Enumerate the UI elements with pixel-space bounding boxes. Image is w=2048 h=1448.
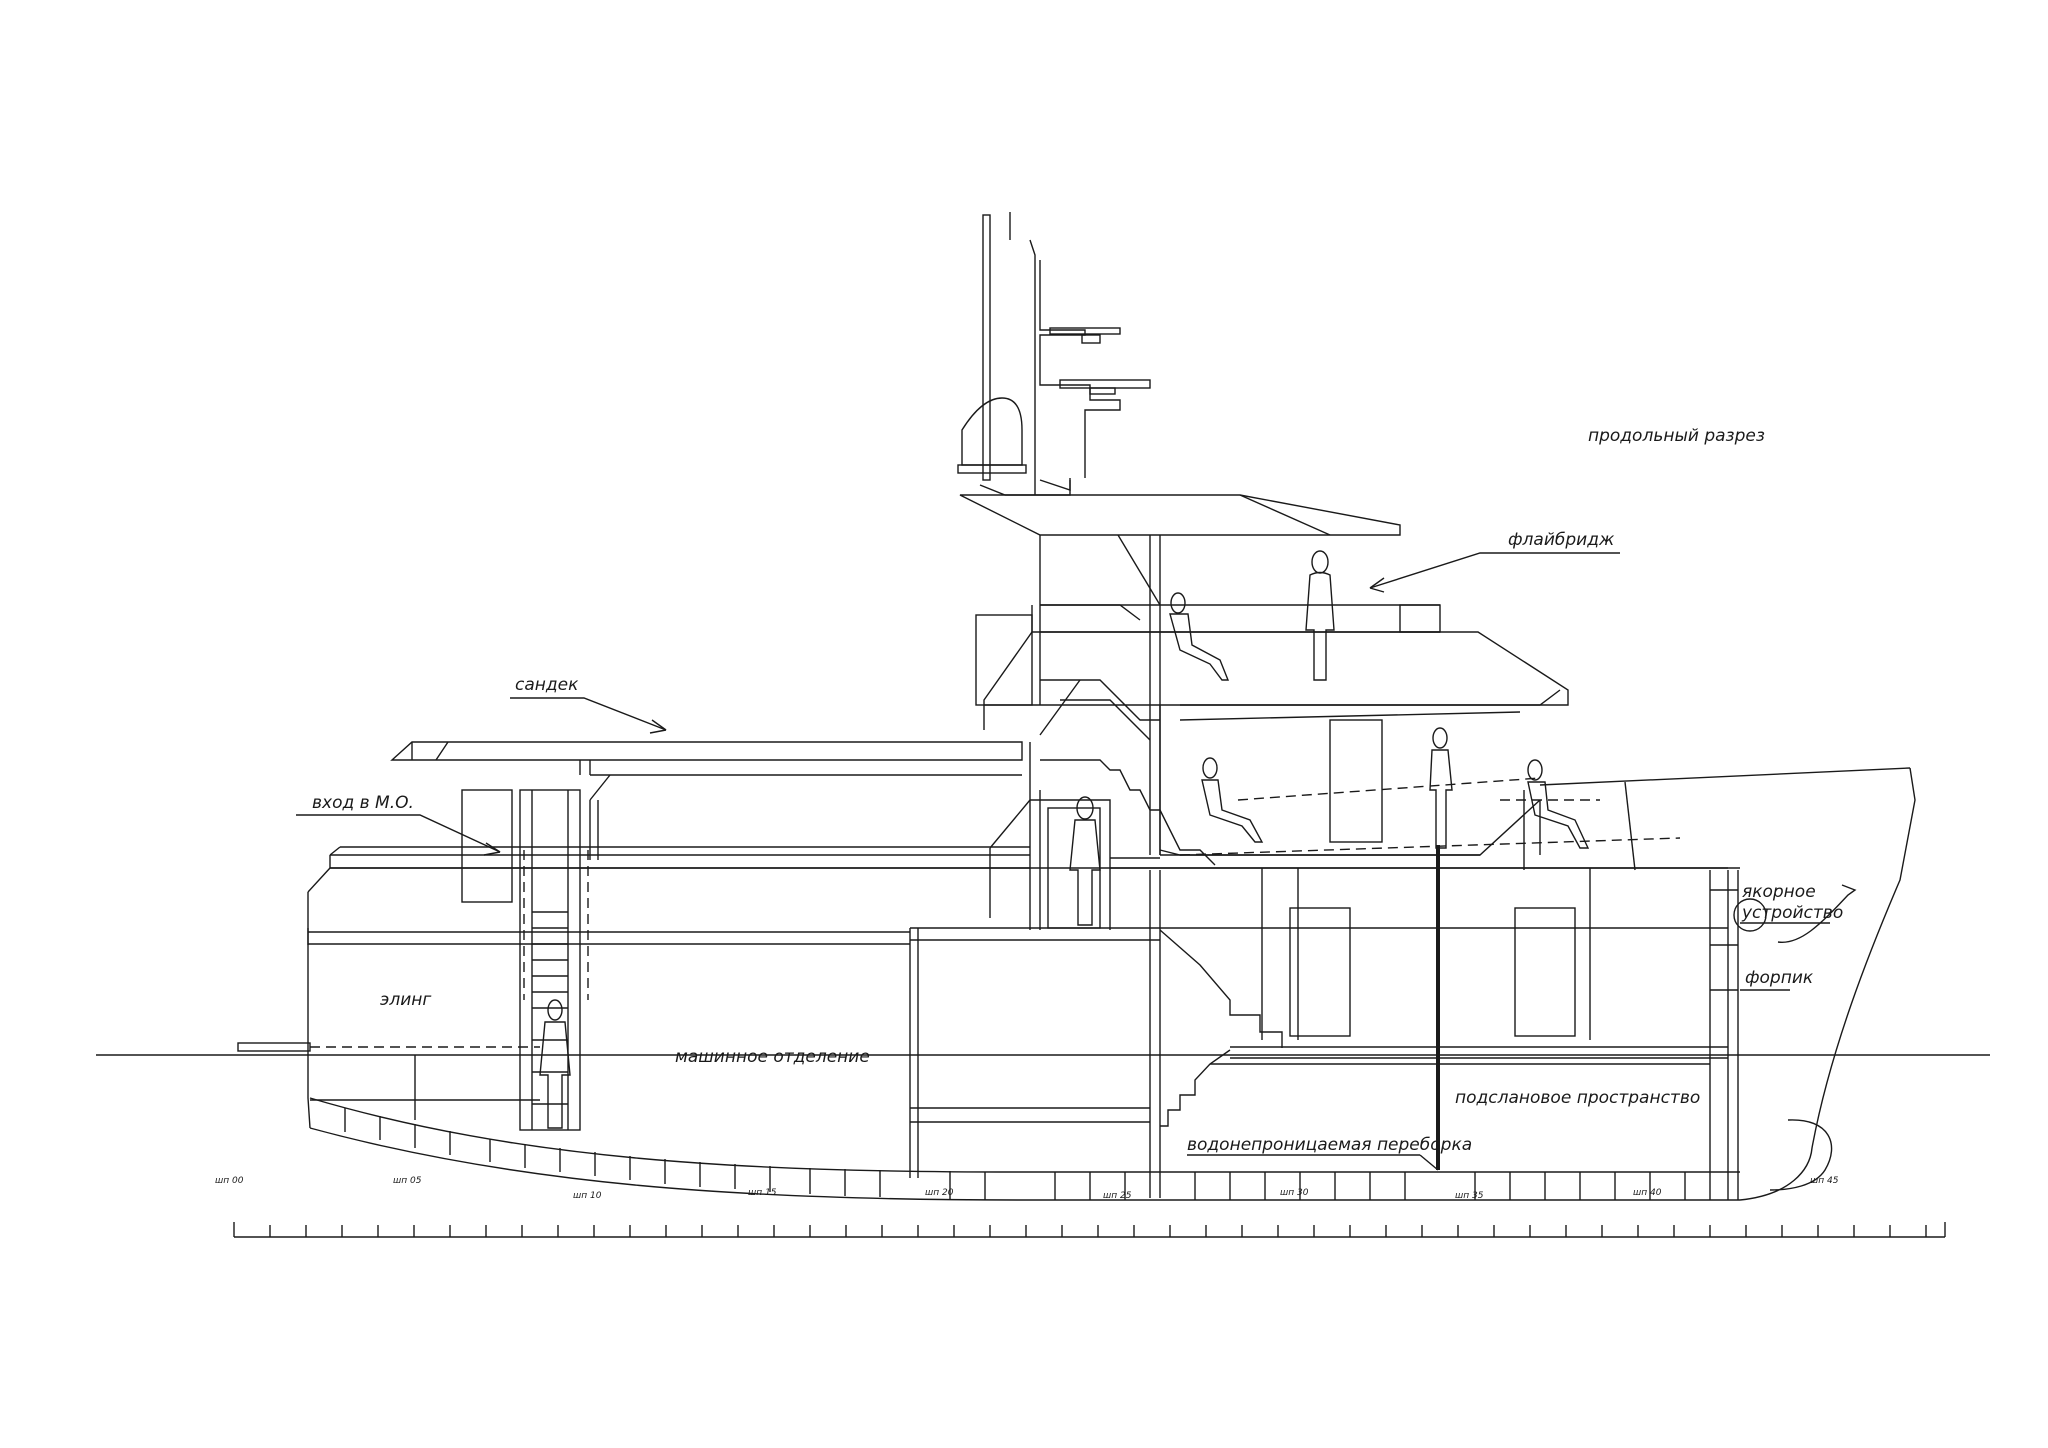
frame-label-40: шп 40 — [1633, 1188, 1662, 1198]
label-engine-room: машинное отделение — [675, 1047, 870, 1067]
label-watertight-bulkhead: водонепроницаемая переборка — [1187, 1135, 1472, 1155]
frame-label-05: шп 05 — [393, 1176, 422, 1186]
engine-room-ladder — [519, 789, 589, 1131]
label-sundeck: сандек — [515, 675, 579, 695]
person-seated-bow — [1527, 759, 1590, 849]
leaders — [296, 552, 1830, 1171]
frame-scale: шп 00 шп 05 шп 10 шп 15 шп 20 шп 25 шп 3… — [215, 1176, 1946, 1238]
frame-label-30: шп 30 — [1280, 1188, 1309, 1198]
label-flybridge: флайбридж — [1508, 530, 1615, 550]
frame-label-00: шп 00 — [215, 1176, 244, 1186]
frame-label-45: шп 45 — [1810, 1176, 1839, 1186]
person-seated-bridge — [1201, 757, 1264, 843]
frame-label-20: шп 20 — [925, 1188, 954, 1198]
frame-label-25: шп 25 — [1103, 1191, 1132, 1201]
person-standing-bridge — [1429, 727, 1453, 849]
superstructure — [989, 689, 1728, 1127]
frame-label-10: шп 10 — [573, 1191, 602, 1201]
sundeck — [329, 741, 1030, 903]
person-standing-flybridge — [1305, 550, 1335, 681]
hull — [237, 767, 1916, 1201]
person-on-ladder — [539, 999, 571, 1129]
frame-label-35: шп 35 — [1455, 1191, 1484, 1201]
person-seated-flybridge — [1169, 592, 1230, 681]
label-anchor-gear-line1: якорное — [1742, 882, 1816, 902]
label-anchor-gear-line2: устройство — [1741, 903, 1843, 923]
drawing-title: продольный разрез — [1588, 426, 1765, 446]
people — [539, 550, 1590, 1129]
label-engine-room-entry: вход в М.О. — [312, 793, 414, 813]
person-standing-stair — [1069, 796, 1101, 926]
label-forepeak: форпик — [1745, 968, 1814, 988]
label-tender-garage: элинг — [380, 990, 431, 1010]
mast — [957, 212, 1151, 495]
flybridge — [959, 480, 1569, 866]
frame-label-15: шп 15 — [748, 1188, 777, 1198]
label-under-floor-space: подслановое пространство — [1455, 1088, 1700, 1108]
